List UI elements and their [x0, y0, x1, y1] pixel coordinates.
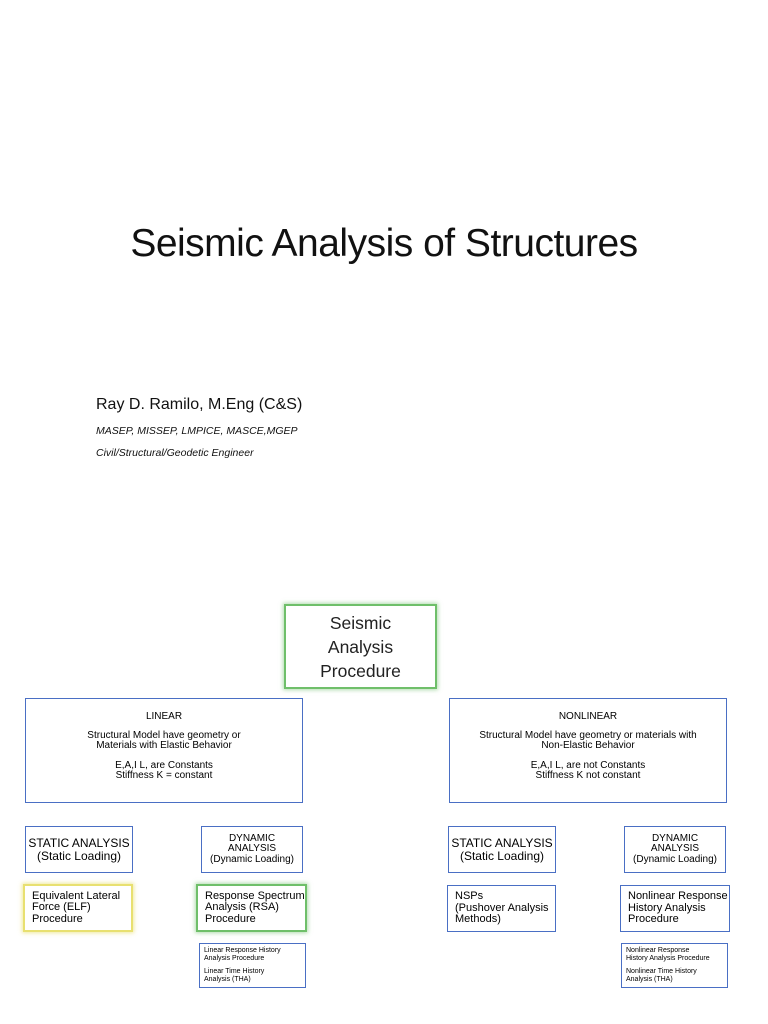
linear-description: Structural Model have geometry or Materi… [87, 729, 241, 752]
prop-line: Stiffness K = constant [115, 770, 213, 781]
rsa-procedure-box: Response Spectrum Analysis (RSA) Procedu… [196, 884, 307, 932]
box-line: Procedure [205, 912, 256, 925]
history-item: Nonlinear Response History Analysis Proc… [626, 947, 710, 962]
box-line: NSPs [455, 890, 484, 903]
box-line: History Analysis Procedure [626, 954, 710, 962]
box-line: (Static Loading) [36, 848, 122, 863]
box-line: Nonlinear Response [626, 947, 690, 954]
nonlinear-description: Structural Model have geometry or materi… [479, 729, 697, 752]
box-line: (Dynamic Loading) [210, 853, 294, 865]
box-line: Linear Time History [204, 968, 265, 975]
nonlinear-response-history-box: Nonlinear Response History Analysis Proc… [620, 885, 730, 932]
prop-line: E,A,I L, are Constants [115, 759, 213, 771]
root-line: Analysis [327, 636, 394, 657]
history-item: Linear Response History Analysis Procedu… [204, 947, 281, 962]
linear-properties: E,A,I L, are Constants Stiffness K = con… [115, 759, 213, 782]
linear-heading: LINEAR [145, 711, 183, 722]
box-line: Analysis (RSA) [205, 901, 279, 914]
linear-box: LINEAR Structural Model have geometry or… [25, 698, 303, 803]
box-line: Response Spectrum [205, 889, 305, 902]
desc-line: Structural Model have geometry or materi… [479, 729, 697, 741]
linear-dynamic-box: DYNAMIC ANALYSIS (Dynamic Loading) [201, 826, 303, 873]
box-line: DYNAMIC [651, 832, 699, 844]
box-line: (Dynamic Loading) [633, 853, 717, 865]
slide-title: Seismic Analysis of Structures [130, 222, 638, 265]
elf-procedure-box: Equivalent Lateral Force (ELF) Procedure [23, 884, 133, 932]
author-name: Ray D. Ramilo, M.Eng (C&S) [96, 396, 303, 413]
linear-static-box: STATIC ANALYSIS (Static Loading) [25, 826, 133, 873]
box-line: Analysis (THA) [204, 975, 251, 983]
nonlinear-dynamic-box: DYNAMIC ANALYSIS (Dynamic Loading) [624, 826, 726, 873]
box-line: History Analysis [628, 901, 706, 914]
history-item: Linear Time History Analysis (THA) [204, 968, 264, 983]
nonlinear-properties: E,A,I L, are not Constants Stiffness K n… [530, 759, 646, 782]
box-line: Force (ELF) [32, 901, 91, 914]
root-line: Seismic [329, 612, 392, 633]
prop-line: E,A,I L, are not Constants [530, 759, 646, 771]
box-line: Analysis Procedure [204, 954, 265, 962]
author-role: Civil/Structural/Geodetic Engineer [96, 447, 254, 459]
box-line: Linear Response History [204, 947, 281, 954]
box-line: Equivalent Lateral [32, 889, 121, 902]
nonlinear-box: NONLINEAR Structural Model have geometry… [449, 698, 727, 803]
desc-line: Structural Model have geometry or [87, 729, 241, 741]
box-line: Methods) [455, 913, 501, 926]
box-line: STATIC ANALYSIS [28, 835, 130, 850]
root-box: Seismic Analysis Procedure [284, 604, 437, 689]
box-line: Analysis (THA) [626, 975, 673, 983]
box-line: ANALYSIS [650, 843, 700, 855]
box-line: Nonlinear Response [628, 890, 728, 903]
nonlinear-history-box: Nonlinear Response History Analysis Proc… [621, 943, 728, 988]
box-line: (Pushover Analysis [455, 901, 549, 914]
box-line: ANALYSIS [227, 843, 277, 855]
root-line: Procedure [320, 660, 401, 681]
history-item: Nonlinear Time History Analysis (THA) [626, 968, 697, 983]
box-line: Procedure [32, 912, 83, 925]
box-line: STATIC ANALYSIS [451, 835, 553, 850]
box-line: Nonlinear Time History [626, 968, 697, 975]
desc-line: Materials with Elastic Behavior [96, 740, 232, 751]
prop-line: Stiffness K not constant [535, 770, 641, 781]
box-line: DYNAMIC [228, 832, 276, 844]
desc-line: Non-Elastic Behavior [541, 740, 635, 751]
box-line: (Static Loading) [459, 848, 545, 863]
linear-history-box: Linear Response History Analysis Procedu… [199, 943, 306, 988]
box-line: Procedure [628, 913, 679, 926]
nonlinear-static-box: STATIC ANALYSIS (Static Loading) [448, 826, 556, 873]
author-credentials: MASEP, MISSEP, LMPICE, MASCE,MGEP [96, 425, 298, 437]
nonlinear-heading: NONLINEAR [558, 711, 618, 722]
nsp-procedure-box: NSPs (Pushover Analysis Methods) [447, 885, 556, 932]
